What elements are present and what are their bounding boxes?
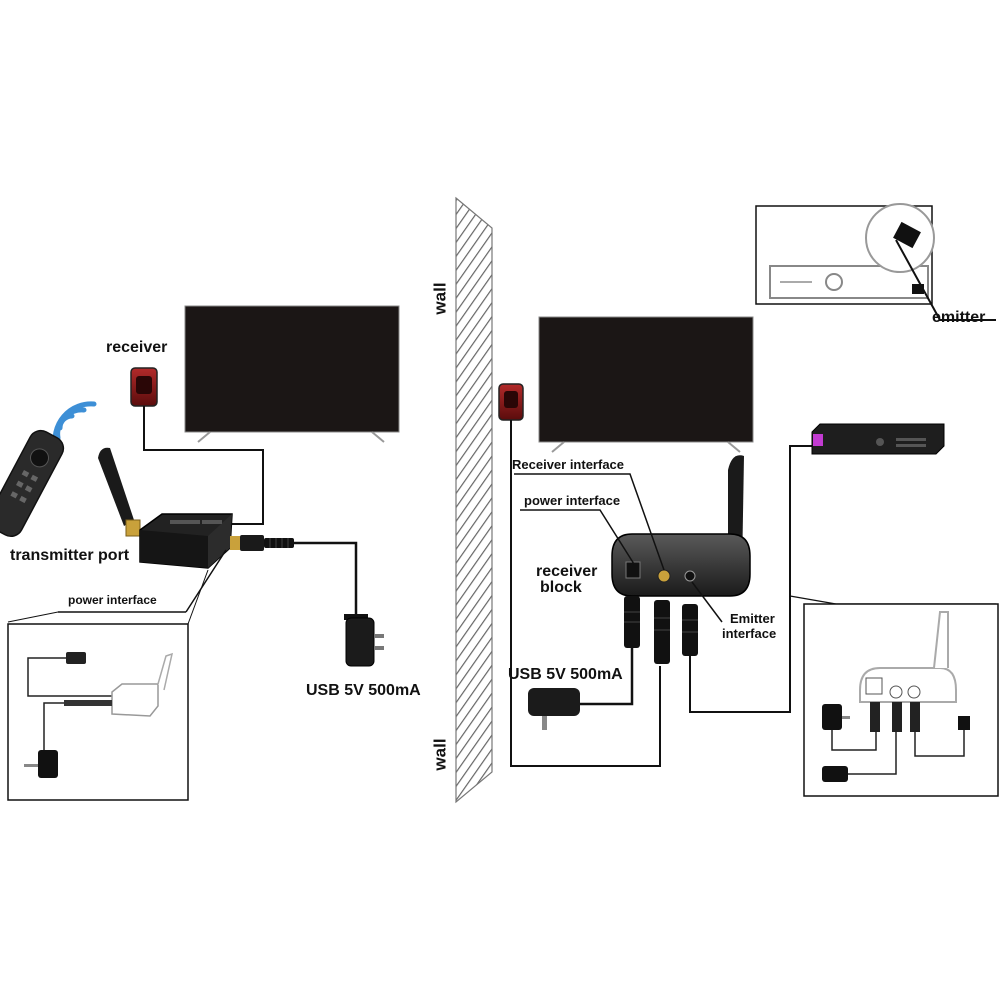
left-receiver-wire [143, 406, 264, 525]
label-emitter: emitter [932, 309, 986, 326]
right-power-cable [580, 648, 634, 706]
right-power-adapter-icon [528, 688, 580, 730]
wall [455, 196, 493, 804]
label-power-interface-left: power interface [68, 593, 157, 607]
power-interface-pointer-right [520, 509, 635, 565]
label-receiver-block-line1: receiver [536, 563, 598, 580]
label-wall-bottom: wall [430, 738, 450, 771]
left-tv [184, 305, 400, 443]
right-ir-receiver-icon [498, 383, 524, 421]
left-inset-box [7, 569, 209, 801]
label-power-interface-right: power interface [524, 493, 621, 508]
left-antenna-icon [98, 447, 141, 537]
set-top-box [811, 423, 945, 455]
remote-control-icon [0, 429, 65, 538]
right-tv [538, 316, 754, 453]
receiver-inset-box [803, 603, 999, 797]
label-transmitter-port: transmitter port [10, 547, 130, 564]
right-receiver-wire [510, 420, 661, 767]
emitter-interface-pointer [691, 581, 723, 623]
label-receiver-block-line2: block [540, 579, 582, 596]
emitter-inset-box [755, 203, 996, 321]
label-emitter-interface-line1: Emitter [730, 611, 775, 626]
left-power-cable [294, 541, 358, 615]
receiver-block-device [611, 455, 751, 597]
label-receiver-interface: Receiver interface [512, 457, 625, 472]
receiver-plugs [624, 596, 698, 664]
left-power-connector [230, 535, 294, 551]
label-emitter-interface-line2: interface [722, 626, 777, 641]
label-receiver: receiver [106, 339, 168, 356]
transmitter-box [139, 513, 233, 569]
receiver-interface-pointer [514, 473, 665, 571]
emitter-cable [689, 445, 812, 713]
left-power-adapter-icon [344, 614, 384, 667]
label-usb-left: USB 5V 500mA [306, 682, 421, 699]
label-usb-right: USB 5V 500mA [508, 666, 623, 683]
left-ir-receiver-icon [130, 367, 158, 407]
label-wall-top: wall [430, 282, 450, 315]
